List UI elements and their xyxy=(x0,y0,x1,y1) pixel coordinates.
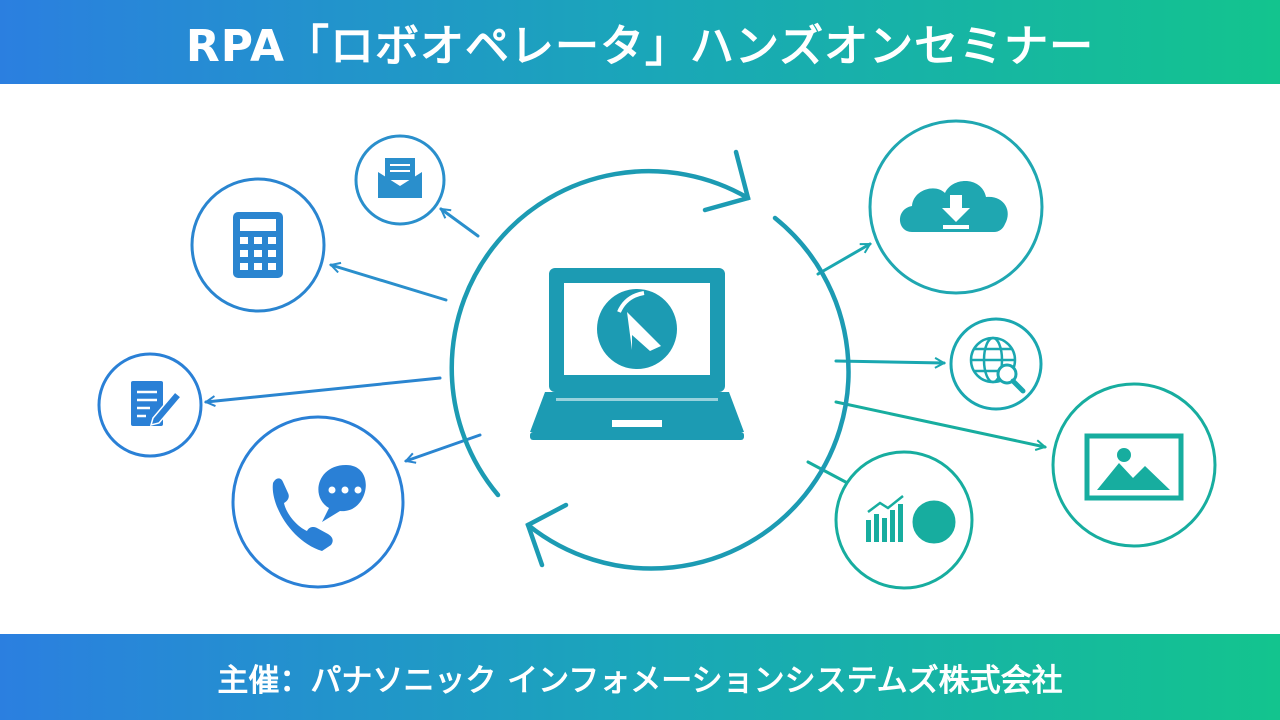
arrow-to-globe xyxy=(834,361,944,363)
header-banner: RPA「ロボオペレータ」ハンズオンセミナー xyxy=(0,0,1280,84)
arrow-to-cloud xyxy=(816,242,870,276)
footer-banner: 主催：パナソニック インフォメーションシステムズ株式会社 xyxy=(0,634,1280,720)
arrow-to-image xyxy=(834,400,1045,447)
arrow-to-mail xyxy=(441,207,480,238)
cycle-arrows xyxy=(449,149,851,571)
laptop-robot-operator-icon xyxy=(530,268,744,440)
rpa-diagram xyxy=(97,119,1217,590)
phone-chat-icon xyxy=(231,415,405,589)
globe-search-icon xyxy=(949,317,1043,411)
cycle-arc-bottom xyxy=(525,215,851,571)
mail-icon xyxy=(354,134,446,226)
illustration-area xyxy=(0,84,1280,634)
arrow-to-document xyxy=(206,376,442,402)
page-title: RPA「ロボオペレータ」ハンズオンセミナー xyxy=(185,21,1095,72)
cloud-download-icon xyxy=(868,119,1044,295)
document-edit-icon xyxy=(97,352,203,458)
calculator-icon xyxy=(190,177,326,313)
cycle-arc-top xyxy=(449,168,751,498)
organizer-text: 主催：パナソニック インフォメーションシステムズ株式会社 xyxy=(217,662,1063,699)
arrow-to-phone xyxy=(406,433,482,461)
connector-arrows-left xyxy=(206,207,482,461)
analytics-chart-icon xyxy=(834,450,974,590)
image-icon xyxy=(1051,382,1217,548)
arrow-to-calculator xyxy=(331,265,448,302)
cycle-arc-bottom-head xyxy=(525,502,569,568)
cycle-arc-top-head xyxy=(702,149,751,213)
